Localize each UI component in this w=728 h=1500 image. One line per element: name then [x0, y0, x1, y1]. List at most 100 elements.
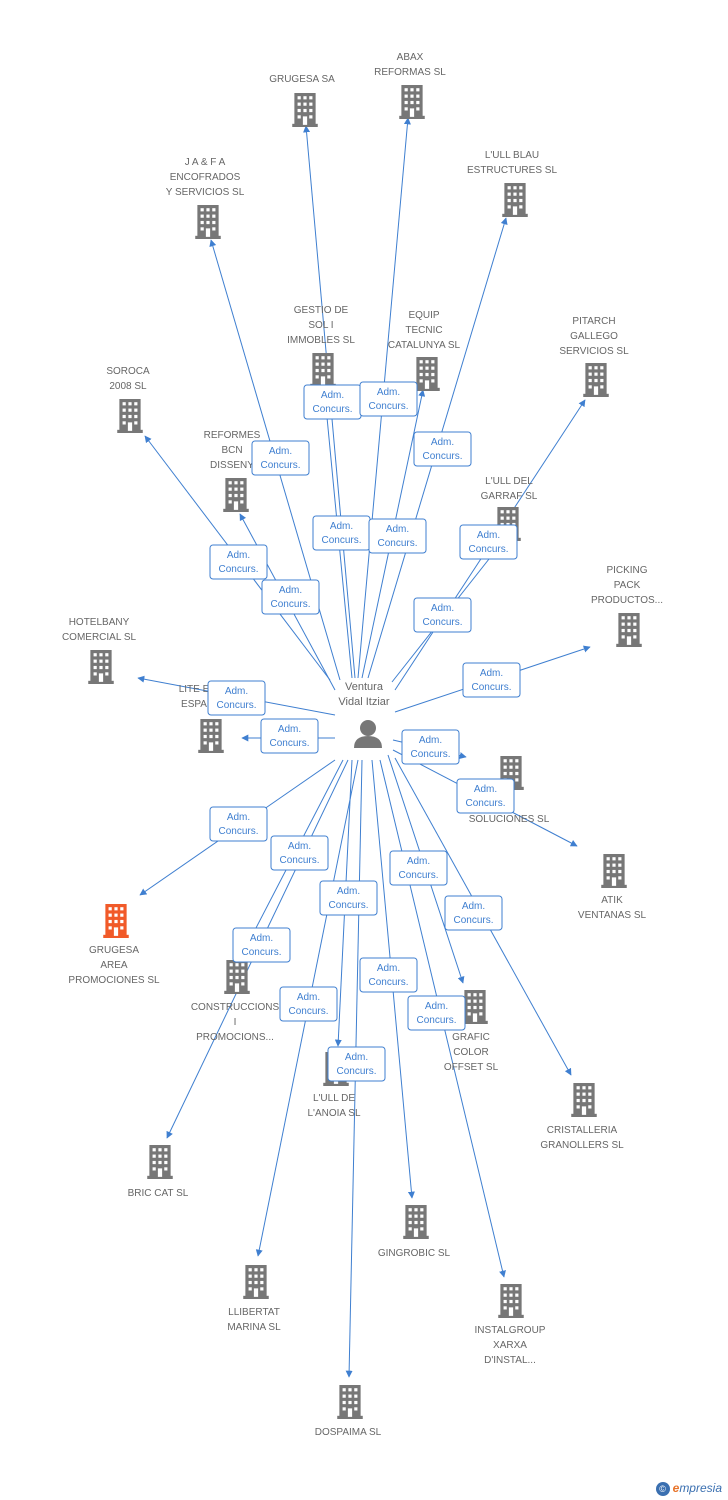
company-label-line: PROMOCIONES SL	[68, 975, 160, 986]
edge-label-line: Concurs.	[368, 977, 408, 988]
edge-label-line: Adm.	[330, 521, 353, 532]
company-node-bric-cat[interactable]: BRIC CAT SL	[128, 1145, 189, 1199]
edge-label-line: Concurs.	[328, 900, 368, 911]
edge-label-bric-cat[interactable]: Adm.Concurs.	[232, 927, 291, 963]
company-label-line: SOLUCIONES SL	[469, 814, 550, 825]
edge-label-line: Concurs.	[260, 460, 300, 471]
building-icon	[337, 1385, 363, 1419]
company-node-lull-anoia[interactable]: L'ULL DEL'ANOIA SL	[307, 1052, 361, 1119]
edge-label-jaf-encofrados[interactable]: Adm. Concurs.	[251, 440, 310, 476]
company-label-line: L'ANOIA SL	[307, 1108, 360, 1119]
edge-label-gingrobic[interactable]: Adm.Concurs.	[359, 957, 418, 993]
edge-label-hotelbany[interactable]: Adm. Concurs.	[207, 680, 266, 716]
edge-label-pitarch-gallego[interactable]: Adm.Concurs.	[413, 597, 472, 633]
edge-label-grugesa-sa[interactable]: Adm.Concurs.	[303, 384, 362, 420]
company-node-picking-pack[interactable]: PICKINGPACKPRODUCTOS...	[591, 565, 663, 647]
edge-label-reformes-bcn[interactable]: Adm.Concurs.	[261, 579, 320, 615]
company-node-lull-garraf[interactable]: L'ULL DEL GARRAF SL	[481, 476, 538, 541]
edge-label-line: Adm.	[269, 446, 292, 457]
edge-label-abax-reformas[interactable]: Adm.Concurs.	[359, 381, 418, 417]
edge-label-line: Adm.	[297, 992, 320, 1003]
company-label-line: OFFSET SL	[444, 1062, 499, 1073]
edge-label-lull-anoia[interactable]: Adm.Concurs.	[319, 880, 378, 916]
edge-label-lull-garraf[interactable]: Adm.Concurs.	[459, 524, 518, 560]
company-node-dospaima[interactable]: DOSPAIMA SL	[315, 1385, 382, 1438]
company-label-line: ESPA	[181, 699, 207, 710]
company-label-line: SERVICIOS SL	[559, 346, 629, 357]
company-label-line: D'INSTAL...	[484, 1355, 536, 1366]
company-node-gingrobic[interactable]: GINGROBIC SL	[378, 1205, 451, 1259]
edge-label-atik-ventanas[interactable]: Adm.Concurs.	[456, 778, 515, 814]
center-name-line-1: Ventura	[345, 681, 384, 693]
company-node-grugesa-sa[interactable]: GRUGESA SA	[269, 74, 335, 127]
edge-label-line: Concurs.	[216, 700, 256, 711]
company-label-line: GESTIO DE	[294, 305, 349, 316]
company-label-line: GRUGESA SA	[269, 74, 335, 85]
company-label-line: DOSPAIMA SL	[315, 1427, 382, 1438]
edge-label-dospaima[interactable]: Adm.Concurs.	[327, 1046, 386, 1082]
edge-label-line: Concurs.	[453, 915, 493, 926]
edge-label-line: Adm.	[227, 812, 250, 823]
edge-label-instalgroup[interactable]: Adm.Concurs.	[407, 995, 466, 1031]
center-name-line-2: Vidal Itziar	[338, 696, 389, 708]
edge-label-cristalleria[interactable]: Adm. Concurs.	[444, 895, 503, 931]
building-icon	[147, 1145, 173, 1179]
company-label-line: COLOR	[453, 1047, 489, 1058]
building-icon	[310, 353, 336, 387]
edge-label-line: Concurs.	[218, 564, 258, 575]
edge-label-line: Concurs.	[398, 870, 438, 881]
edge-label-grugesa-area[interactable]: Adm.Concurs.	[209, 806, 268, 842]
company-label-line: IMMOBLES SL	[287, 335, 355, 346]
company-node-construccions[interactable]: CONSTRUCCIONSIPROMOCIONS...	[191, 960, 280, 1043]
edge-label-construccions[interactable]: Adm.Concurs.	[270, 835, 329, 871]
company-node-instalgroup[interactable]: INSTALGROUPXARXAD'INSTAL...	[475, 1284, 546, 1366]
company-label-line: REFORMAS SL	[374, 67, 446, 78]
company-label-line: AREA	[100, 960, 128, 971]
company-label-line: L'ULL DEL	[485, 476, 533, 487]
edge-label-soluciones[interactable]: Adm.Concurs.	[401, 729, 460, 765]
edge-label-gestio-soli[interactable]: Adm.Concurs.	[312, 515, 371, 551]
edge-label-grafic-color[interactable]: Adm.Concurs.	[389, 850, 448, 886]
company-label-line: GARRAF SL	[481, 491, 538, 502]
company-label-line: REFORMES	[204, 430, 261, 441]
building-icon	[243, 1265, 269, 1299]
edge-label-lull-blau[interactable]: Adm.Concurs.	[413, 431, 472, 467]
person-icon	[354, 720, 382, 748]
edge-label-line: Adm.	[225, 686, 248, 697]
edge-label-soroca-2008[interactable]: Adm. Concurs.	[209, 544, 268, 580]
edge-label-llibertat-marina[interactable]: Adm. Concurs.	[279, 986, 338, 1022]
edge-label-line: Adm.	[477, 530, 500, 541]
company-label-line: Y SERVICIOS SL	[166, 187, 245, 198]
center-person[interactable]: Ventura Vidal Itziar	[338, 681, 390, 748]
copyright-icon: ©	[655, 1482, 670, 1496]
building-icon	[223, 478, 249, 512]
edge-label-line: Concurs.	[288, 1006, 328, 1017]
edge-label-line: Adm.	[462, 901, 485, 912]
edge-label-line: Adm.	[227, 550, 250, 561]
building-icon	[403, 1205, 429, 1239]
edge-label-lite-espa[interactable]: Adm.Concurs.	[260, 718, 319, 754]
building-icon	[292, 93, 318, 127]
building-icon	[414, 357, 440, 391]
edge-label-line: Concurs.	[422, 617, 462, 628]
building-icon	[571, 1083, 597, 1117]
edge-label-equip-tecnic[interactable]: Adm.Concurs.	[368, 518, 427, 554]
building-icon	[88, 650, 114, 684]
edge-label-picking-pack[interactable]: Adm.Concurs.	[462, 662, 521, 698]
edge-label-line: Adm.	[419, 735, 442, 746]
